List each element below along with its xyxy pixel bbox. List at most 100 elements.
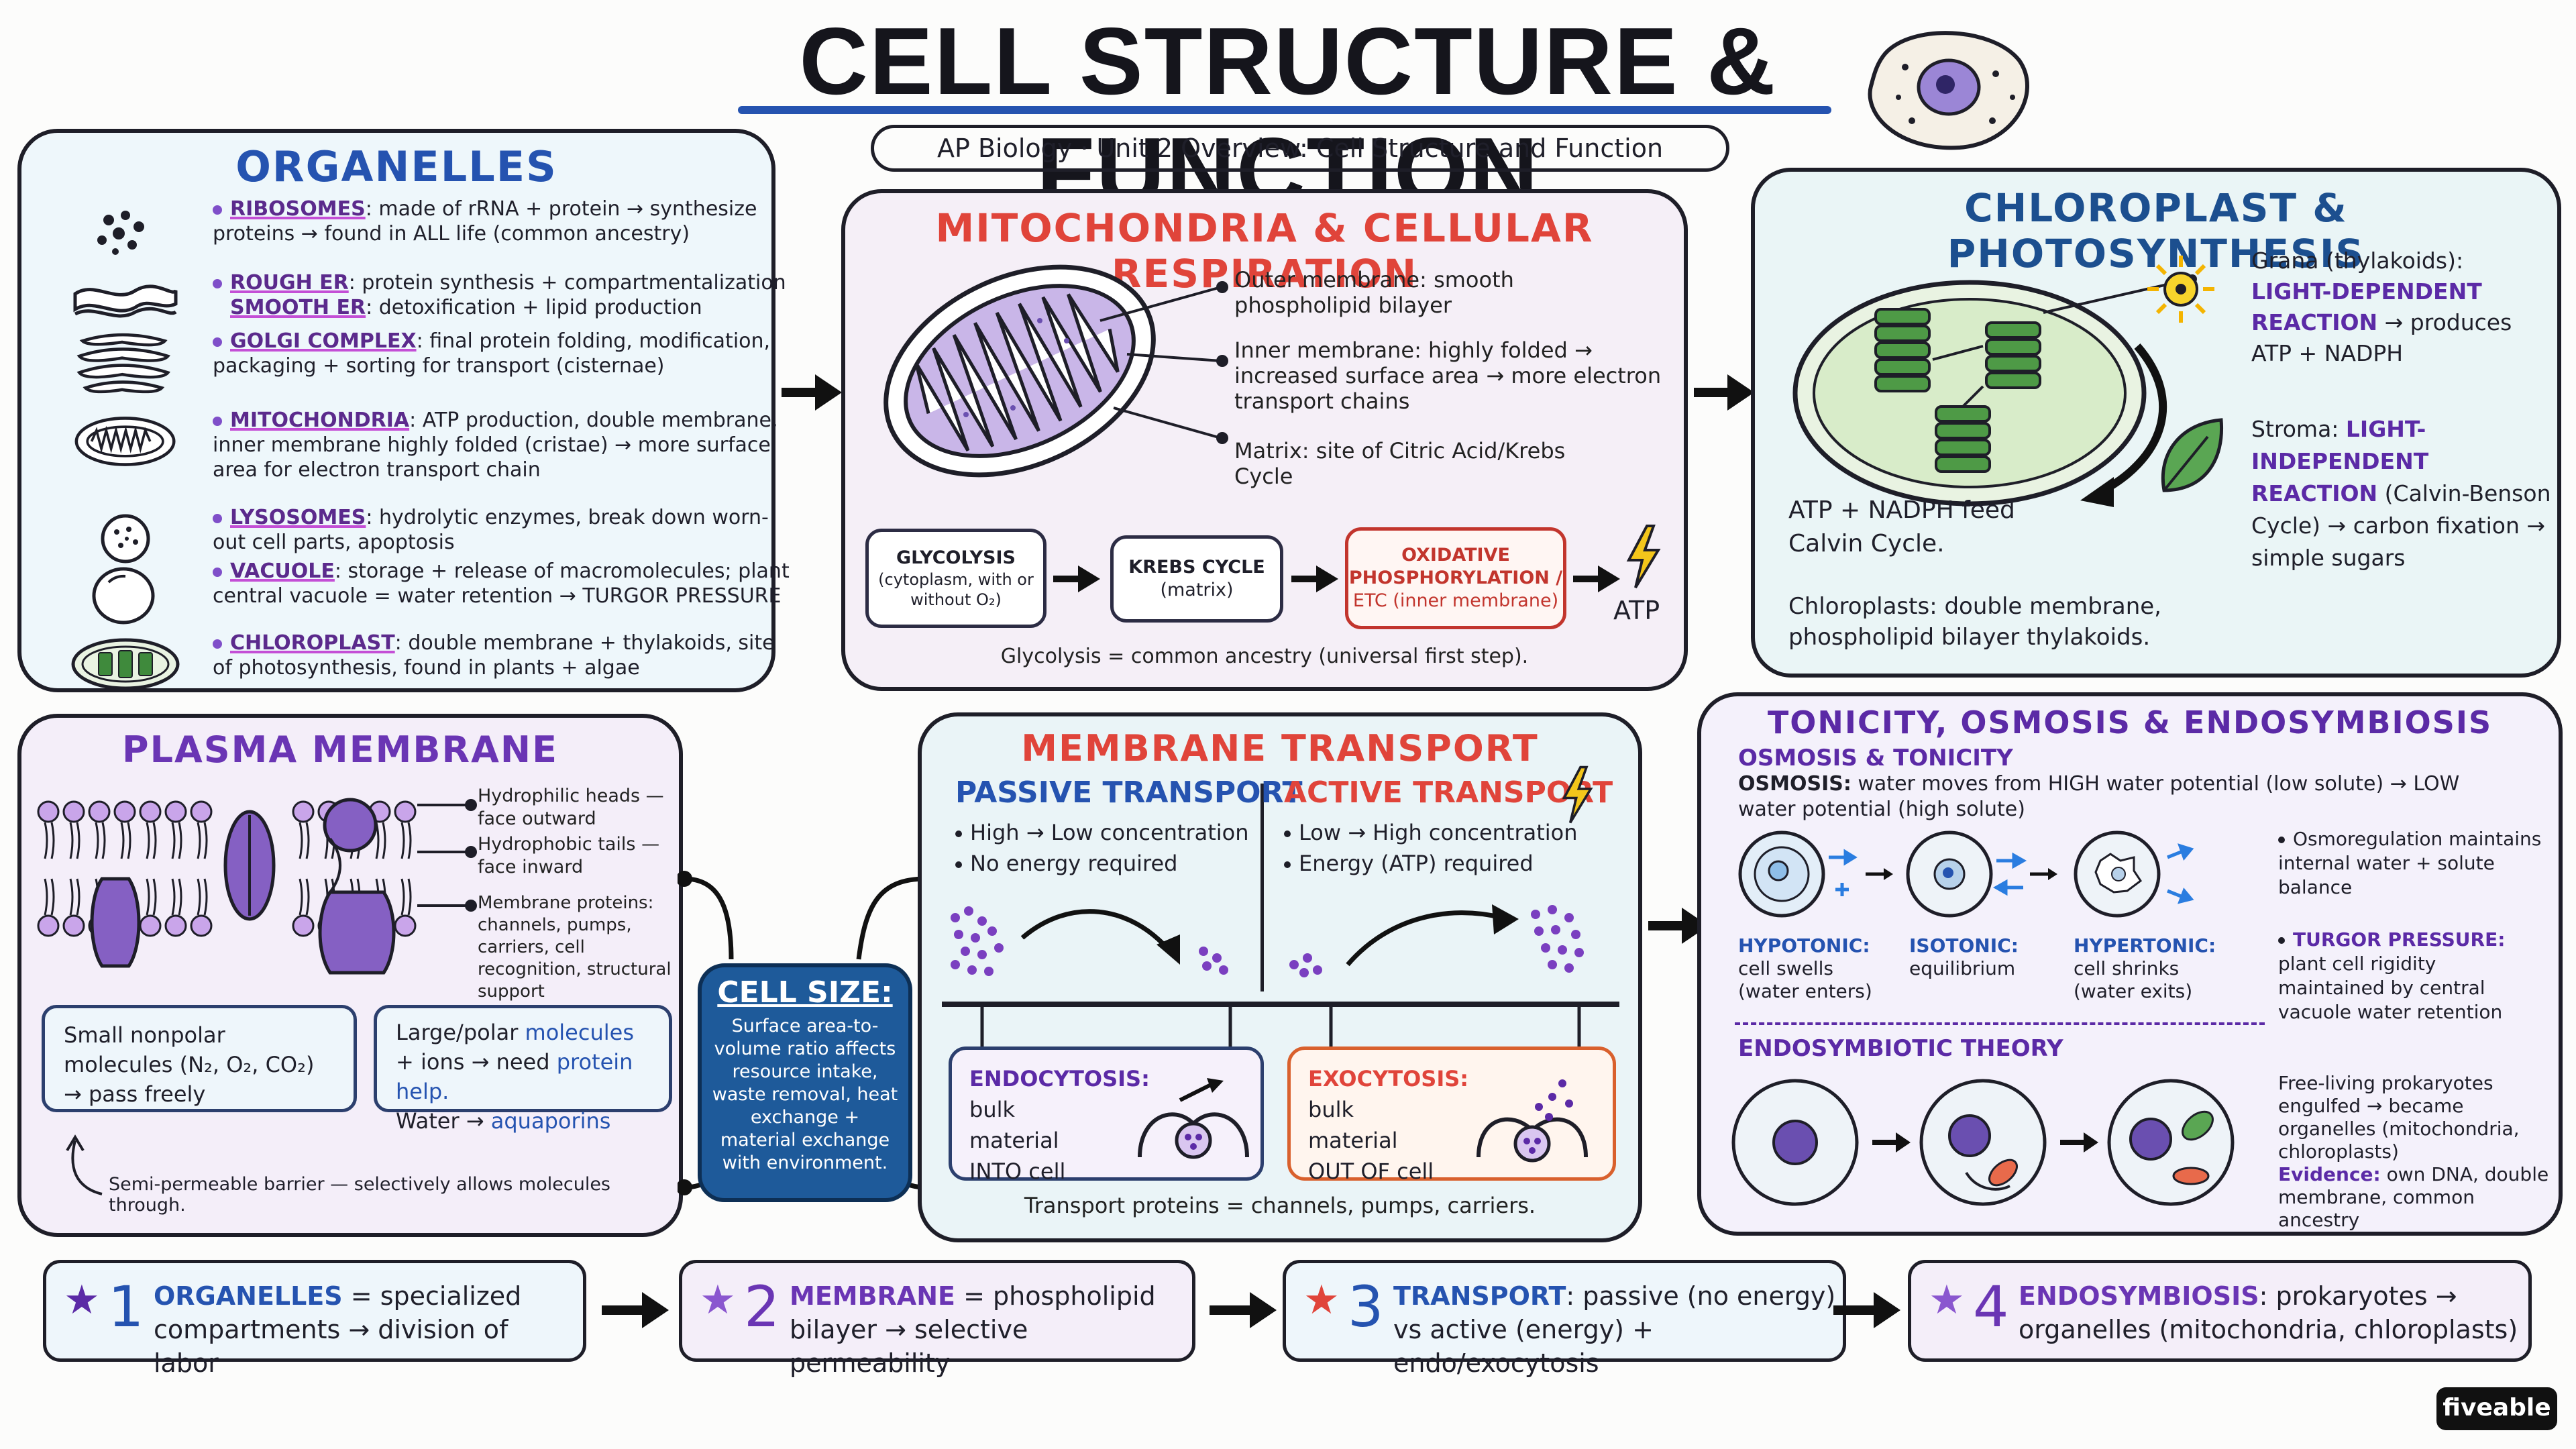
star-icon: ★ xyxy=(64,1277,100,1324)
arrow-right-icon xyxy=(1210,1292,1277,1328)
oxphos-title: OXIDATIVE PHOSPHORYLATION / xyxy=(1348,545,1563,588)
cell-icon xyxy=(1868,31,2029,150)
membrane-transport-title: MEMBRANE TRANSPORT xyxy=(1021,727,1539,769)
phospholipid-tail xyxy=(400,822,405,859)
krebs-box: KREBS CYCLE (matrix) xyxy=(1110,535,1283,623)
plasma-footer: Semi-permeable barrier — selectively all… xyxy=(109,1174,610,1216)
curved-arrow-icon xyxy=(66,1134,103,1195)
fiveable-logo: fiveable xyxy=(2436,1387,2557,1430)
phospholipid-head xyxy=(37,914,60,937)
summary-key-2: MEMBRANE xyxy=(790,1281,955,1311)
passive-item-1: High → Low concentration xyxy=(970,820,1249,845)
tonicity-title: TONICITY, OSMOSIS & ENDOSYMBIOSIS xyxy=(1767,704,2493,741)
active-title: ACTIVE TRANSPORT xyxy=(1284,775,1613,810)
ribosomes-name: RIBOSOMES xyxy=(230,197,366,221)
nonpolar-box: Small nonpolar molecules (N₂, O₂, CO₂) →… xyxy=(42,1005,357,1112)
exocytosis-icon xyxy=(1477,1079,1588,1163)
osmosis-subtitle: OSMOSIS & TONICITY xyxy=(1738,745,2013,771)
phospholipid-tail xyxy=(299,822,303,859)
tonicity-cells-diagram xyxy=(1738,830,2194,918)
phospholipid-head xyxy=(37,800,60,823)
polar-box: Large/polar molecules + ions → need prot… xyxy=(374,1005,672,1134)
osmosis-text: water moves from HIGH water potential (l… xyxy=(1738,772,2460,821)
turgor-title: TURGOR PRESSURE: xyxy=(2293,928,2506,951)
lysosome-icon xyxy=(101,514,150,564)
endosymbiosis-desc: Free-living prokaryotes engulfed → becam… xyxy=(2278,1072,2520,1163)
hypertonic-label: HYPERTONIC: cell shrinks (water exits) xyxy=(2074,934,2228,1003)
phospholipid-tail xyxy=(50,822,55,859)
phospholipid-tail xyxy=(146,878,150,916)
active-transport-graphic xyxy=(1289,904,1584,977)
endosymbiosis-diagram xyxy=(1731,1079,2235,1206)
organelle-er: ROUGH ER: protein synthesis + compartmen… xyxy=(62,270,786,324)
mitochondria-small-icon xyxy=(74,417,176,466)
phospholipid-tail xyxy=(152,878,157,916)
phospholipid-tail xyxy=(146,822,150,859)
lysosomes-text: : hydrolytic enzymes, break down worn-ou… xyxy=(213,506,769,554)
arrow-right-icon xyxy=(1694,374,1754,411)
phospholipid-head xyxy=(88,800,111,823)
light-independent-rest: (Calvin-Benson Cycle) → carbon fixation … xyxy=(2251,480,2551,571)
transport-bar xyxy=(942,1002,1619,1007)
exocytosis-text: bulk material OUT OF cell xyxy=(1308,1097,1434,1184)
hypertonic-desc: cell shrinks (water exits) xyxy=(2074,957,2193,1002)
lysosomes-name: LYSOSOMES xyxy=(230,506,366,529)
osmosis-label: OSMOSIS: xyxy=(1738,772,1851,796)
stroma-label: Stroma: xyxy=(2251,416,2339,442)
phospholipid-tail xyxy=(127,822,131,859)
lightning-icon xyxy=(1626,525,1661,589)
glycolysis-box: GLYCOLYSIS (cytoplasm, with or without O… xyxy=(865,529,1046,628)
phospholipid-head xyxy=(62,914,85,937)
arrow-right-icon xyxy=(1291,566,1338,592)
phospholipid-head xyxy=(164,800,187,823)
curved-arrow-icon xyxy=(2080,343,2167,507)
polar-molecules: molecules xyxy=(525,1020,634,1045)
organelle-mitochondria: MITOCHONDRIA: ATP production, double mem… xyxy=(62,408,780,508)
leaf-icon xyxy=(2161,418,2224,492)
phospholipid-tail xyxy=(76,878,80,916)
organelle-chloroplast: CHLOROPLAST: double membrane + thylakoid… xyxy=(62,631,780,690)
endosymbiosis-text: Free-living prokaryotes engulfed → becam… xyxy=(2278,1072,2553,1232)
phospholipid-tail xyxy=(171,878,176,916)
chloroplast-panel: CHLOROPLAST & PHOTOSYNTHESIS Grana (thyl… xyxy=(1751,168,2561,678)
exocytosis-box: EXOCYTOSIS: bulk material OUT OF cell xyxy=(1287,1046,1616,1184)
grana-label: Grana (thylakoids): xyxy=(2251,248,2464,274)
membrane-transport-panel: MEMBRANE TRANSPORT PASSIVE TRANSPORT Hig… xyxy=(918,712,1642,1242)
phospholipid-tail xyxy=(203,878,208,916)
chloroplast-text: : double membrane + thylakoids, site of … xyxy=(213,631,775,680)
golgi-icon xyxy=(76,333,170,394)
phospholipid-tail xyxy=(178,822,182,859)
endosymbiotic-divider xyxy=(1735,1022,2265,1027)
cell-size-badge: CELL SIZE: Surface area-to-volume ratio … xyxy=(698,963,912,1202)
evidence-label: Evidence: xyxy=(2278,1163,2381,1185)
star-icon: ★ xyxy=(1929,1277,1965,1324)
rough-er-text: : protein synthesis + compartmentalizati… xyxy=(348,271,786,294)
mito-label-lines xyxy=(1099,281,1228,444)
label-hydrophobic: Hydrophobic tails — face inward xyxy=(478,834,660,877)
vacuole-icon xyxy=(92,567,155,625)
endocytosis-box: ENDOCYTOSIS: bulk material INTO cell xyxy=(949,1046,1264,1184)
label-membrane-proteins: Membrane proteins: channels, pumps, carr… xyxy=(478,893,672,1002)
lightning-icon xyxy=(1562,765,1593,824)
mito-label-inner: Inner membrane: highly folded → increase… xyxy=(1234,337,1662,414)
tonicity-panel: TONICITY, OSMOSIS & ENDOSYMBIOSIS OSMOSI… xyxy=(1697,692,2563,1236)
vacuole-text: : storage + release of macromolecules; p… xyxy=(213,559,790,608)
summary-number-3: 3 xyxy=(1348,1274,1384,1340)
mitochondria-title: MITOCHONDRIA & CELLULAR RESPIRATION xyxy=(935,205,1594,297)
cell-size-text: Surface area-to-volume ratio affects res… xyxy=(712,1016,898,1173)
phospholipid-head xyxy=(292,800,315,823)
mito-label-outer: Outer membrane: smooth phospholipid bila… xyxy=(1234,267,1514,318)
golgi-name: GOLGI COMPLEX xyxy=(230,329,417,353)
arrow-right-icon xyxy=(1573,566,1620,592)
star-icon: ★ xyxy=(1303,1277,1340,1324)
arrow-right-icon xyxy=(1648,908,1709,944)
phospholipid-head xyxy=(139,914,162,937)
summary-text-4: ENDOSYMBIOSIS: prokaryotes → organelles … xyxy=(2019,1279,2522,1346)
phospholipid-tail xyxy=(171,822,176,859)
summary-rest-4: : prokaryotes → organelles (mitochondria… xyxy=(2019,1281,2518,1344)
endocytosis-text: bulk material INTO cell xyxy=(969,1097,1066,1184)
phospholipid-tail xyxy=(305,878,310,916)
phospholipid-head xyxy=(292,914,315,937)
summary-rest-2: = phospholipid bilayer → selective perme… xyxy=(790,1281,1156,1378)
mitochondria-panel: MITOCHONDRIA & CELLULAR RESPIRATION Oute… xyxy=(841,189,1688,691)
